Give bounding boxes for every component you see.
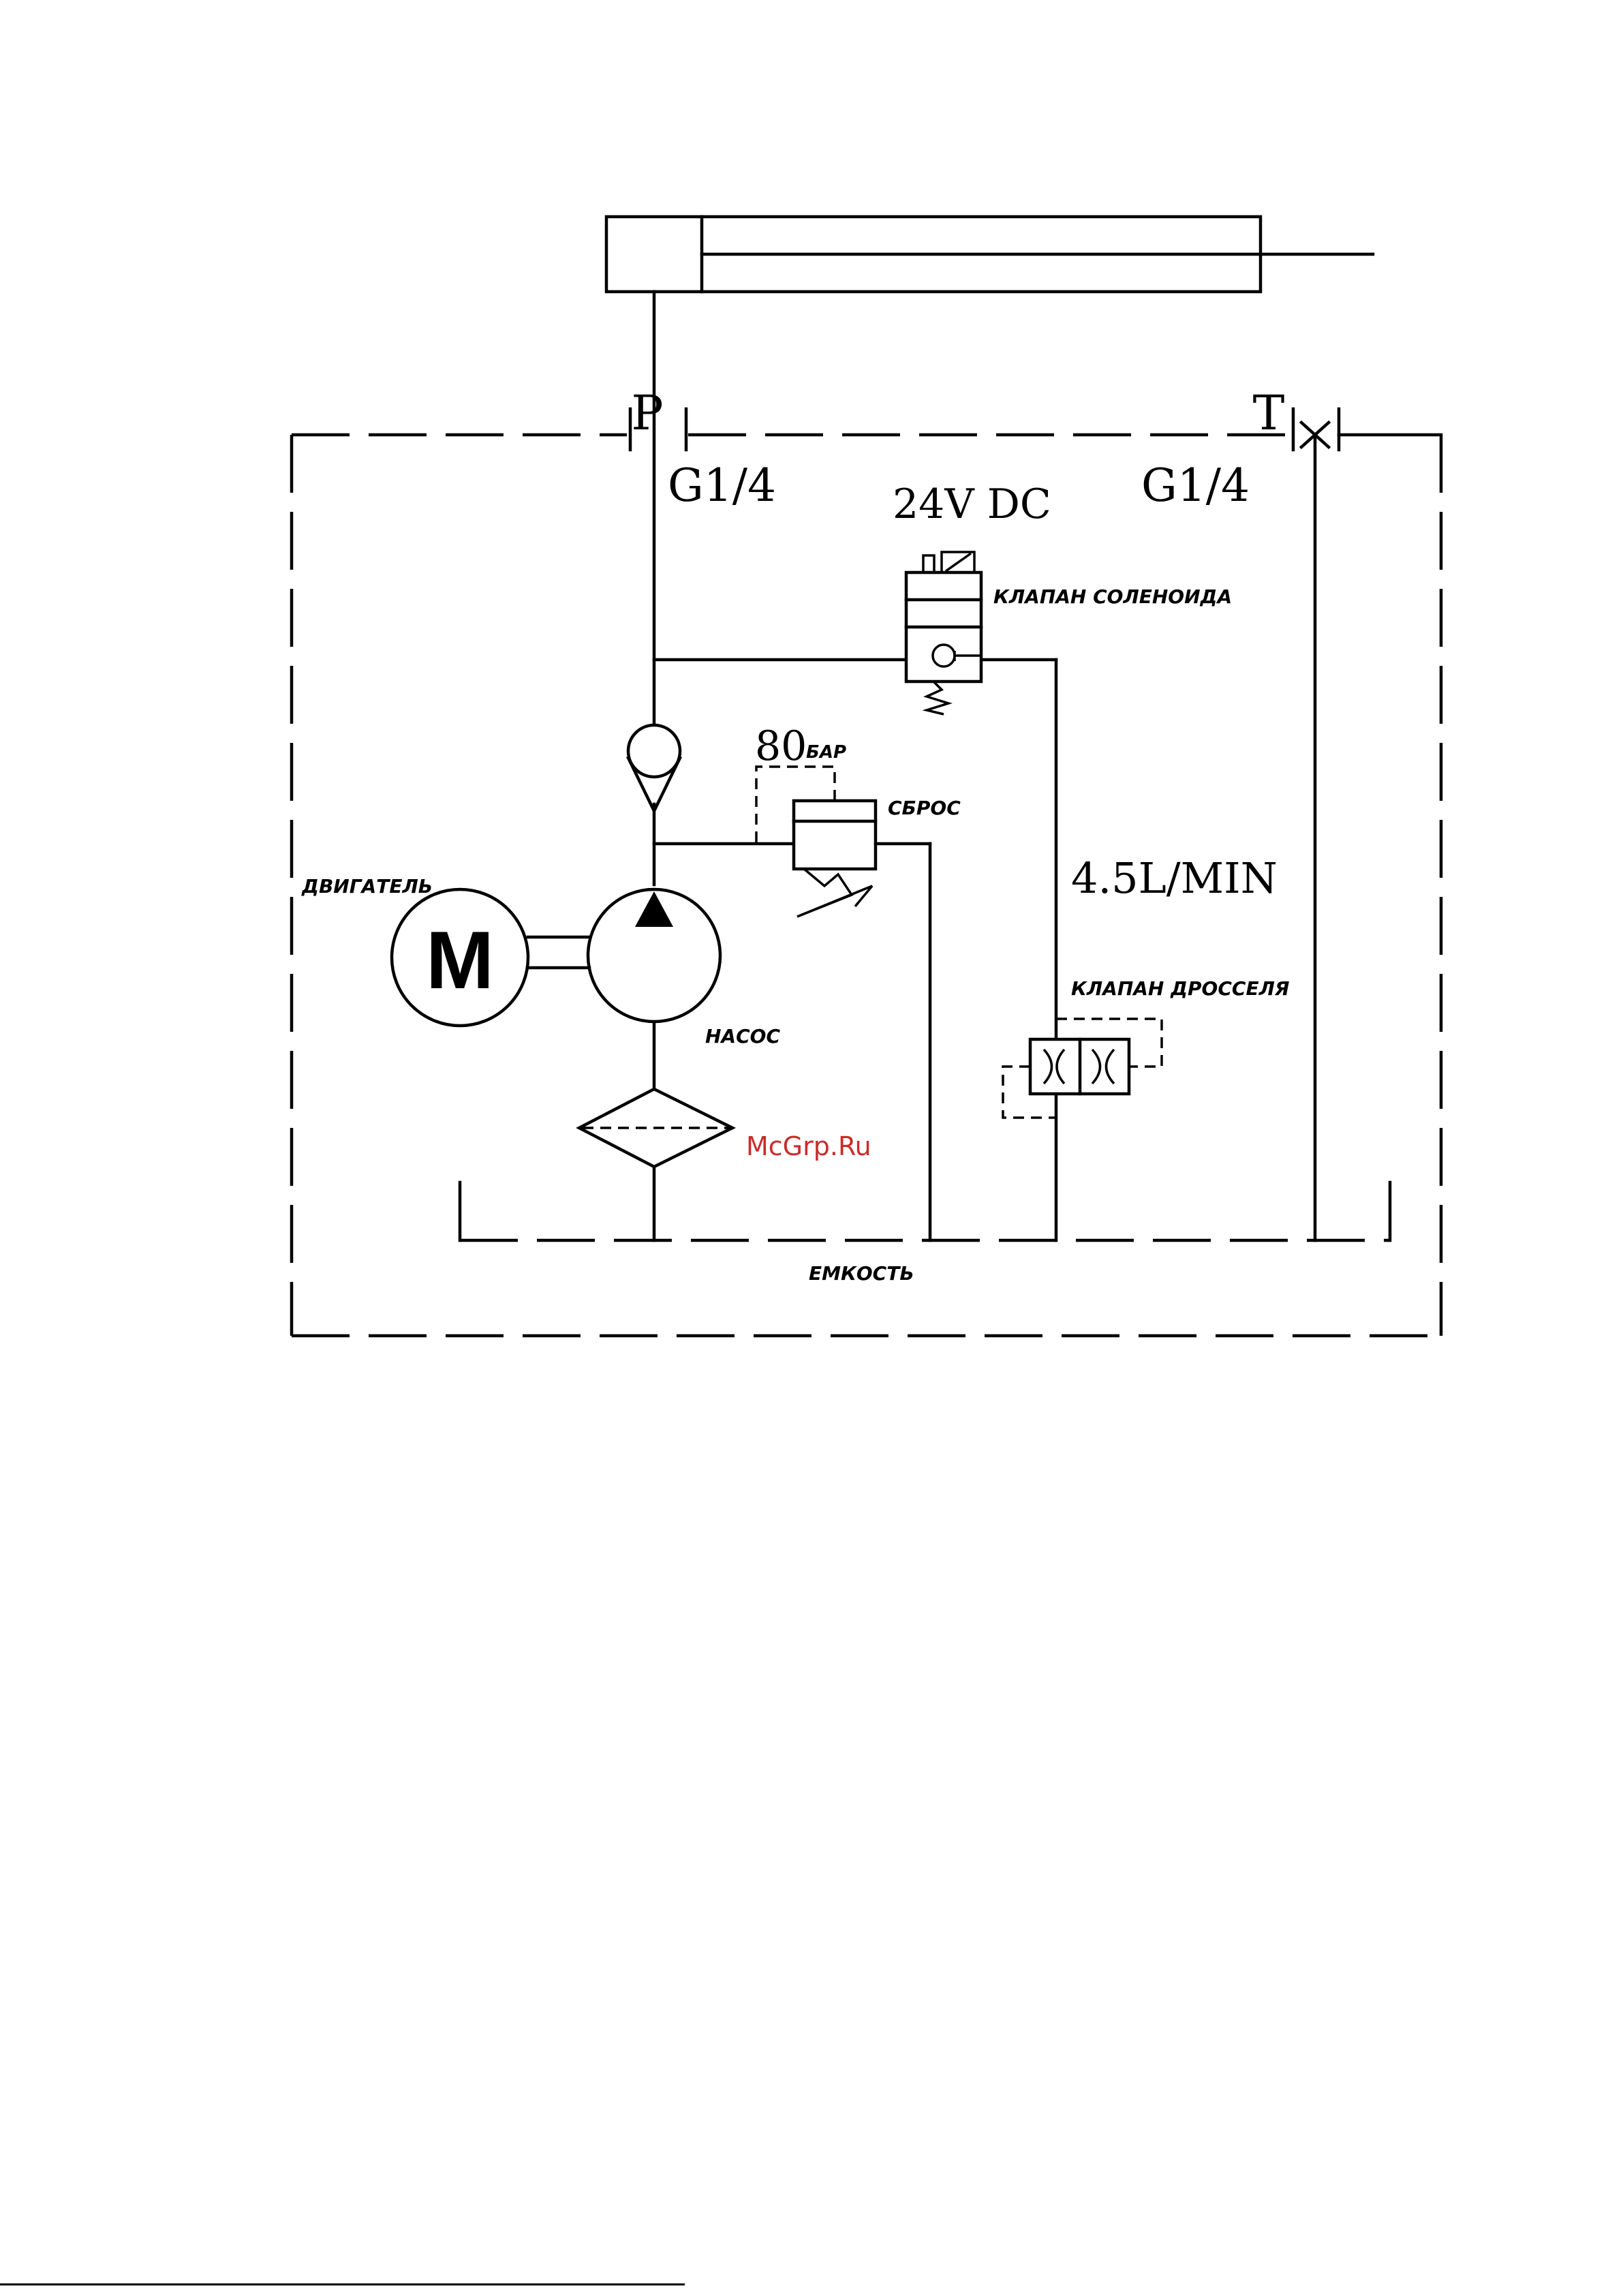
- pump-label: НАСОС: [705, 1025, 780, 1047]
- relief-valve: [756, 767, 930, 1240]
- pump: [588, 889, 720, 1089]
- relief-valve-label: СБРОС: [888, 797, 961, 819]
- solenoid-valve-label: КЛАПАН СОЛЕНОИДА: [993, 585, 1232, 608]
- pressure-value-label: 80: [755, 722, 807, 770]
- pressure-unit-label: БАР: [806, 742, 846, 763]
- port-t-label: T: [1253, 385, 1285, 441]
- voltage-label: 24V DC: [893, 480, 1051, 528]
- motor-coupling: [528, 937, 589, 968]
- watermark: McGrp.Ru: [746, 1131, 871, 1161]
- port-p-label: P: [631, 385, 663, 441]
- thread-p-label: G1/4: [668, 459, 776, 512]
- throttle-valve-label: КЛАПАН ДРОССЕЛЯ: [1071, 977, 1289, 1000]
- throttle-valve: [1003, 1019, 1162, 1118]
- tank-label: ЕМКОСТЬ: [809, 1262, 914, 1285]
- solenoid-valve: [906, 552, 981, 714]
- check-valve: [628, 725, 680, 811]
- hydraulic-cylinder: [606, 217, 1373, 292]
- motor: M: [392, 889, 528, 1026]
- tank: [460, 1182, 1390, 1240]
- motor-label: ДВИГАТЕЛЬ: [301, 875, 433, 898]
- flow-rate-label: 4.5L/MIN: [1071, 853, 1278, 903]
- filter: [579, 1089, 732, 1240]
- thread-t-label: G1/4: [1141, 459, 1250, 512]
- motor-symbol: M: [426, 915, 494, 1006]
